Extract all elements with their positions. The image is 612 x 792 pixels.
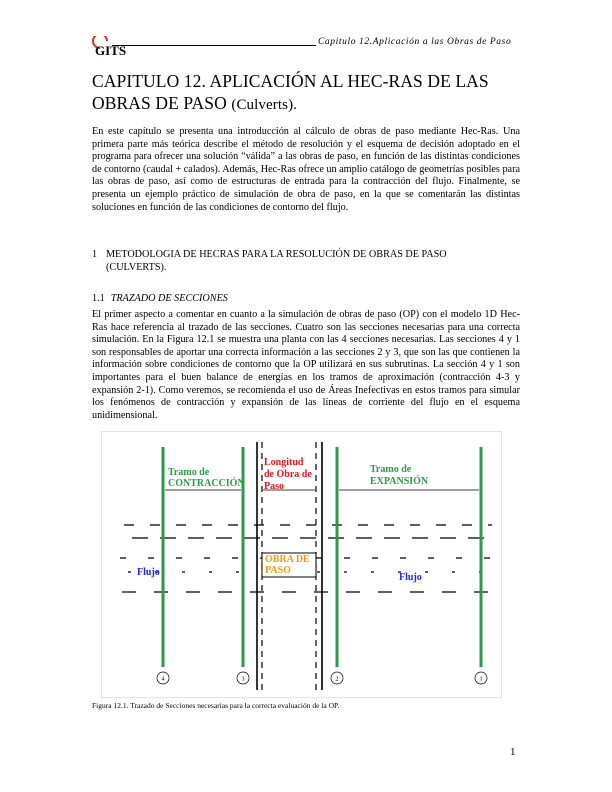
sections-diagram: 4 3 2 1 Tramo de CONTRACCIÓN Longitud de… [120,442,492,690]
section-1-1-heading: 1.1 TRAZADO DE SECCIONES [92,293,228,304]
section-1-1-number: 1.1 [92,293,105,304]
flow-lines [120,524,492,593]
header-rule [112,45,316,46]
intro-paragraph: En este capítulo se presenta una introdu… [92,126,520,213]
section-number-1: 1 [480,677,483,683]
section-1-1-title: TRAZADO DE SECCIONES [110,293,228,304]
gits-logo: GITS [92,36,126,58]
section-1-number: 1 [92,249,98,260]
section-numbers: 4 3 2 1 [162,677,483,683]
section-number-4: 4 [162,677,165,683]
culvert-box [261,552,317,578]
figure-12-1: 4 3 2 1 Tramo de CONTRACCIÓN Longitud de… [101,431,502,698]
body-paragraph: El primer aspecto a comentar en cuanto a… [92,309,520,421]
section-circles [156,671,488,685]
flujo-right-label: Flujo [399,572,422,583]
obra-de-paso-label: OBRA DE PASO [265,554,312,576]
chapter-title-sub: (Culverts). [231,97,298,113]
section-lines [161,447,483,667]
figure-caption: Figura 12.1. Trazado de Secciones necesa… [92,701,340,710]
running-header: Capitulo 12.Aplicación a las Obras de Pa… [318,37,512,47]
chapter-title: CAPITULO 12. APLICACIÓN AL HEC-RAS DE LA… [92,70,532,116]
culvert-lines [256,442,323,690]
chapter-title-main: CAPITULO 12. APLICACIÓN AL HEC-RAS DE LA… [92,71,489,113]
tramo-contraccion-label: Tramo de CONTRACCIÓN [168,467,245,489]
section-number-2: 2 [336,677,339,683]
tramo-expansion-label: Tramo de EXPANSIÓN [370,464,429,487]
logo-text: GITS [95,43,126,58]
section-number-3: 3 [242,677,245,683]
section-1-title: METODOLOGIA DE HECRAS PARA LA RESOLUCIÓN… [106,249,447,273]
flujo-left-label: Flujo [137,567,160,578]
page-number: 1 [510,746,516,758]
longitud-label: Longitud de Obra de Paso [264,457,314,492]
